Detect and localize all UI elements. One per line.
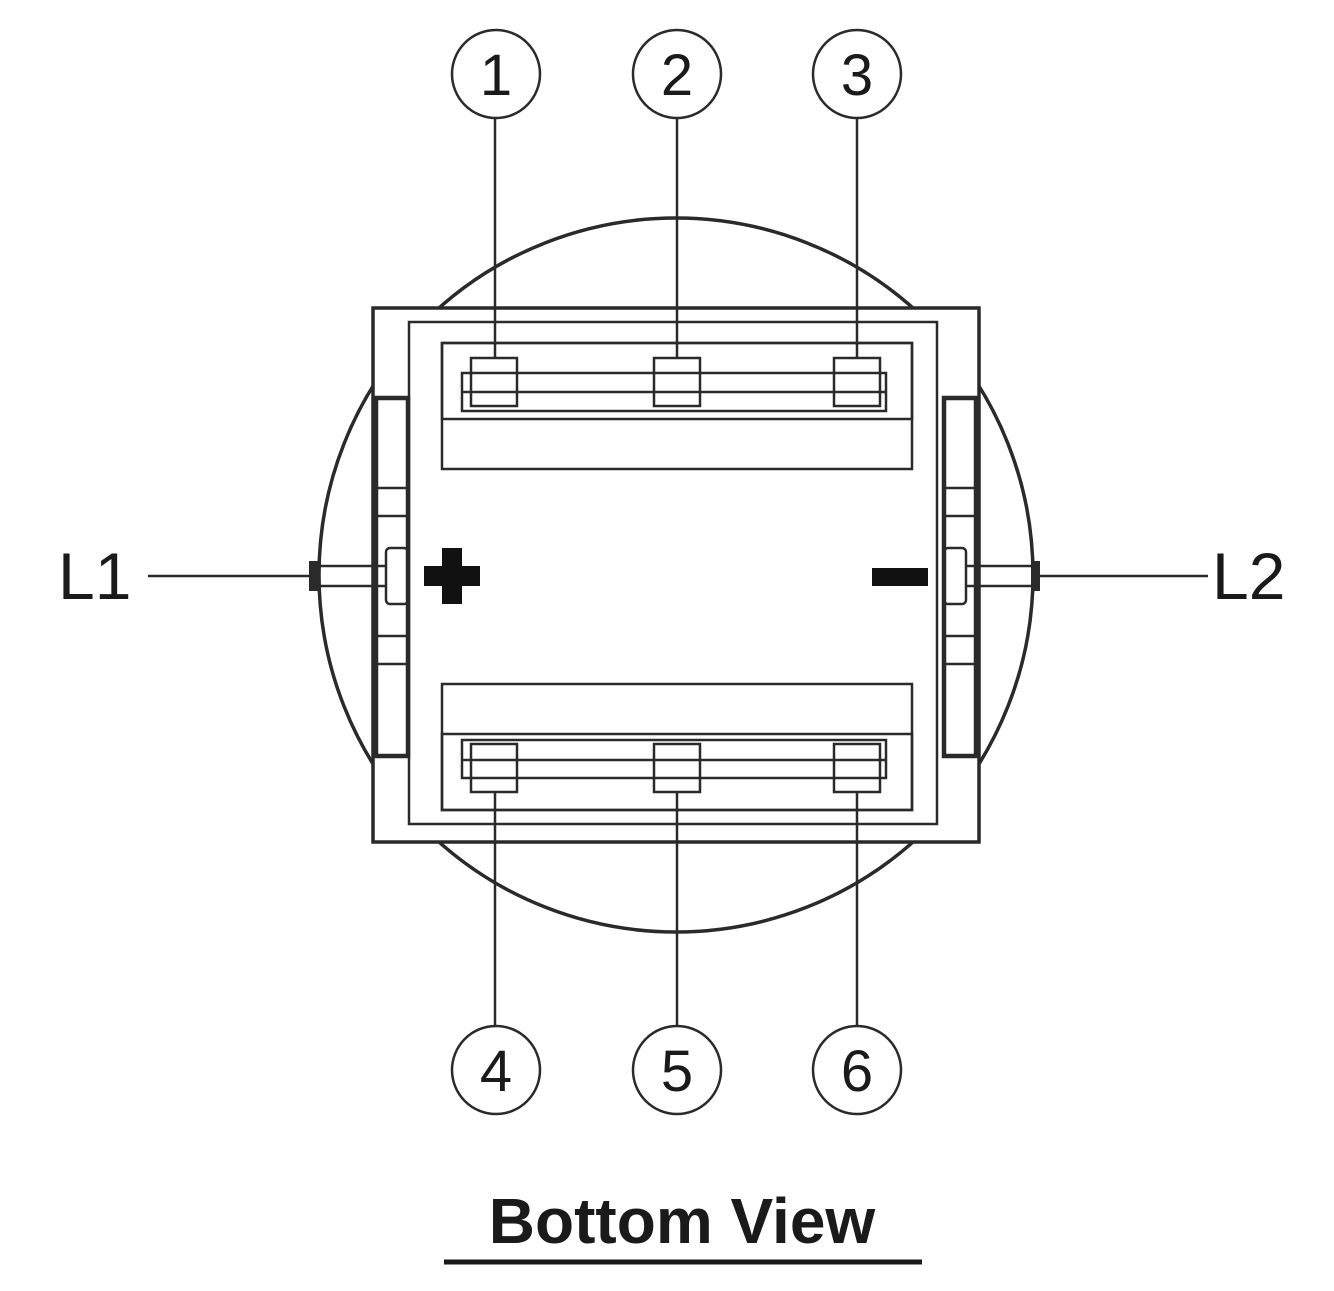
pin-5-number: 5 bbox=[661, 1039, 693, 1104]
positive-polarity-mark bbox=[424, 548, 480, 604]
negative-polarity-mark bbox=[872, 568, 928, 586]
pin-5-callout: 5 bbox=[631, 1024, 723, 1116]
lead-wire-left bbox=[148, 561, 385, 591]
pin-2-number: 2 bbox=[661, 43, 693, 108]
pin-4-callout: 4 bbox=[450, 1024, 542, 1116]
pin-3-callout: 3 bbox=[811, 28, 903, 120]
lead-label-l2: L2 bbox=[1212, 539, 1285, 613]
lead-label-l1: L1 bbox=[58, 539, 131, 613]
right-mounting-clip bbox=[941, 395, 979, 759]
lead-wire-right bbox=[966, 561, 1208, 591]
left-mounting-clip bbox=[373, 395, 411, 759]
diagram-caption: Bottom View bbox=[489, 1185, 876, 1257]
pin-1-callout: 1 bbox=[450, 28, 542, 120]
pin-4-number: 4 bbox=[480, 1039, 512, 1104]
pin-3-number: 3 bbox=[841, 43, 873, 108]
pin-2-callout: 2 bbox=[631, 28, 723, 120]
pin-1-number: 1 bbox=[480, 43, 512, 108]
pin-6-callout: 6 bbox=[811, 1024, 903, 1116]
pin-6-number: 6 bbox=[841, 1039, 873, 1104]
